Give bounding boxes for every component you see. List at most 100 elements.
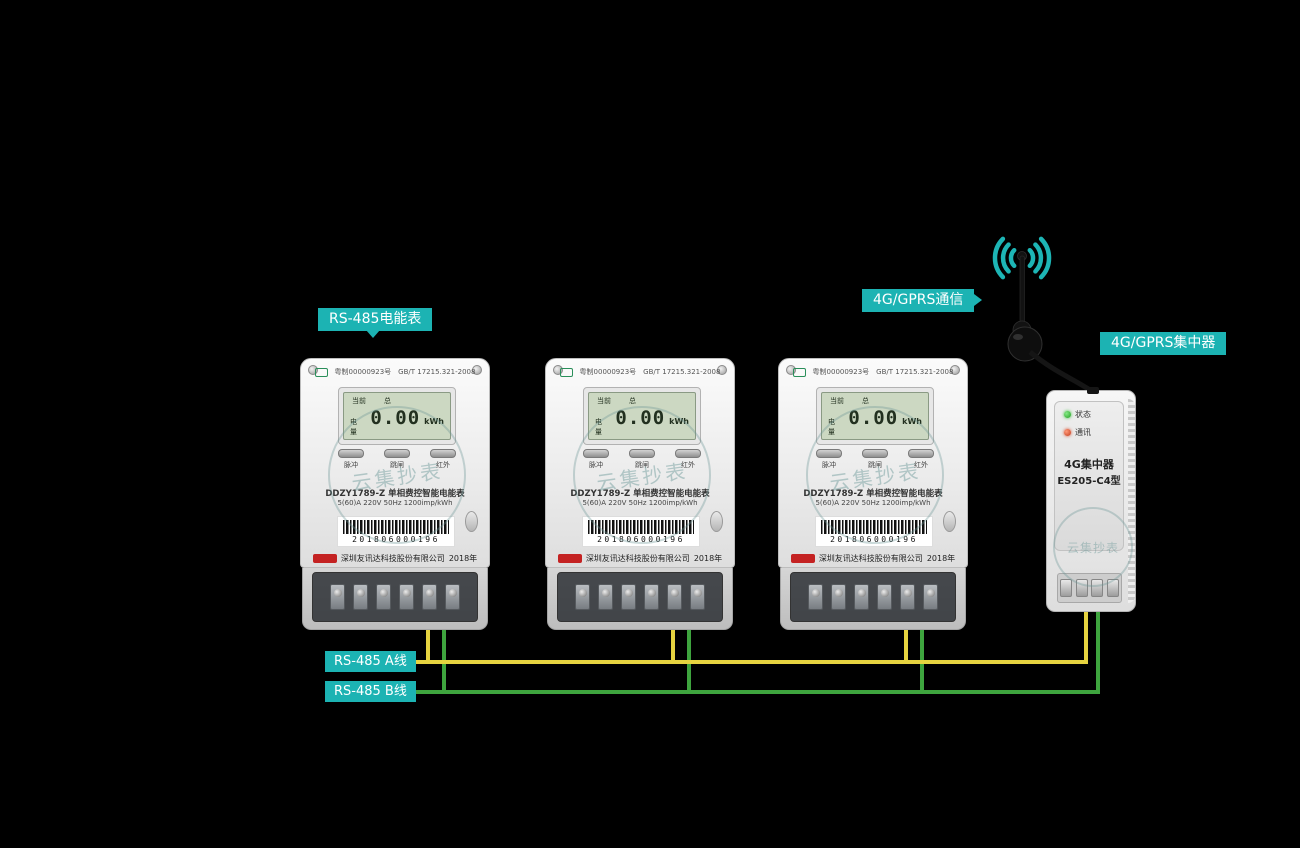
terminal-screw-icon — [877, 584, 892, 610]
antenna-port — [1087, 387, 1099, 394]
meter-cert-line: 粤制00000923号 GB/T 17215.321-2008 — [779, 367, 967, 377]
terminal-block — [780, 568, 966, 630]
wire-b-green — [415, 605, 1100, 694]
meter-specs: 5(60)A 220V 50Hz 1200imp/kWh — [815, 499, 931, 507]
seal-screw-icon — [465, 511, 478, 532]
meter-standard: GB/T 17215.321-2008 — [398, 368, 476, 376]
trip-button: 跳闸 — [862, 449, 888, 470]
lcd-display: 当前 总 电量 0.00 kWh — [816, 387, 934, 445]
terminal-screw-icon — [399, 584, 414, 610]
screw-icon — [717, 365, 727, 375]
terminal-screw-icon — [854, 584, 869, 610]
callout-concentrator: 4G/GPRS集中器 — [1100, 332, 1227, 355]
pulse-button: 脉冲 — [583, 449, 609, 470]
lcd-unit: kWh — [902, 417, 922, 426]
lcd-reading: 电量 0.00 kWh — [828, 407, 922, 437]
seal-screw-icon — [943, 511, 956, 532]
terminal-screw-icon — [1107, 579, 1120, 597]
terminal-block — [547, 568, 733, 630]
seal-screw-icon — [710, 511, 723, 532]
concentrator-fins — [1128, 399, 1135, 603]
antenna — [992, 236, 1092, 393]
terminal-screw-icon — [808, 584, 823, 610]
concentrator-terminals — [1057, 573, 1122, 603]
meter-specs: 5(60)A 220V 50Hz 1200imp/kWh — [337, 499, 453, 507]
friendcom-logo — [557, 553, 582, 563]
lcd-tag-total: 总 — [629, 397, 636, 405]
wire-a-yellow — [415, 605, 1088, 664]
terminal-screw-icon — [644, 584, 659, 610]
lcd-display: 当前 总 电量 0.00 kWh — [338, 387, 456, 445]
button-cap-icon — [338, 449, 364, 458]
terminal-cover — [557, 572, 723, 622]
meter-model: DDZY1789-Z 单相费控智能电能表 — [325, 489, 465, 499]
friendcom-logo — [790, 553, 815, 563]
meter-company-line: 深圳友讯达科技股份有限公司 2018年 — [307, 551, 483, 565]
terminal-screw-icon — [575, 584, 590, 610]
meter-button-row: 脉冲 跳闸 红外 — [816, 449, 934, 470]
meter-company-line: 深圳友讯达科技股份有限公司 2018年 — [785, 551, 961, 565]
terminal-screw-icon — [330, 584, 345, 610]
meter-button-row: 脉冲 跳闸 红外 — [583, 449, 701, 470]
lcd-unit: kWh — [424, 417, 444, 426]
meter-year: 2018年 — [693, 553, 723, 563]
infrared-button-label: 红外 — [914, 461, 928, 469]
meter-year: 2018年 — [448, 553, 478, 563]
meter-company-line: 深圳友讯达科技股份有限公司 2018年 — [552, 551, 728, 565]
concentrator-panel: 状态 通讯 4G集中器 ES205-C4型 — [1054, 401, 1124, 551]
lcd-unit: kWh — [669, 417, 689, 426]
pulse-button: 脉冲 — [816, 449, 842, 470]
barcode-bars-icon — [588, 520, 694, 534]
terminal-screw-icon — [690, 584, 705, 610]
callout-energy-meter-label: RS-485电能表 — [329, 311, 422, 327]
callout-gprs-comm-label: 4G/GPRS通信 — [873, 292, 964, 308]
status-led-icon — [1064, 411, 1071, 418]
meter-year: 2018年 — [926, 553, 956, 563]
terminal-screw-icon — [353, 584, 368, 610]
lcd-tag-energy: 电量 — [828, 418, 835, 436]
meter-button-row: 脉冲 跳闸 红外 — [338, 449, 456, 470]
pulse-button: 脉冲 — [338, 449, 364, 470]
lcd-value: 0.00 — [370, 407, 421, 429]
wire-a-bus — [415, 612, 1088, 664]
lcd-tags: 当前 总 — [595, 396, 689, 406]
meter-serial: 201806000196 — [352, 535, 440, 544]
infrared-button: 红外 — [430, 449, 456, 470]
friendcom-logo — [312, 553, 337, 563]
terminal-screw-icon — [667, 584, 682, 610]
meter-standard: GB/T 17215.321-2008 — [876, 368, 954, 376]
lcd-tag-energy: 电量 — [595, 418, 602, 436]
lcd-tag-energy: 电量 — [350, 418, 357, 436]
meter-cert-no: 粤制00000923号 — [812, 368, 870, 376]
callout-energy-meter: RS-485电能表 — [318, 308, 433, 338]
trip-button-label: 跳闸 — [390, 461, 404, 469]
cmc-mark-icon — [314, 367, 328, 377]
infrared-button-label: 红外 — [436, 461, 450, 469]
screw-icon — [786, 365, 796, 375]
meter-specs: 5(60)A 220V 50Hz 1200imp/kWh — [582, 499, 698, 507]
infrared-button: 红外 — [908, 449, 934, 470]
lcd-screen: 当前 总 电量 0.00 kWh — [821, 392, 929, 440]
wire-b-bus — [415, 612, 1100, 694]
energy-meter-3: 粤制00000923号 GB/T 17215.321-2008 当前 总 电量 … — [778, 358, 968, 630]
trip-button-label: 跳闸 — [635, 461, 649, 469]
meter-cert-no: 粤制00000923号 — [579, 368, 637, 376]
energy-meter-1: 粤制00000923号 GB/T 17215.321-2008 当前 总 电量 … — [300, 358, 490, 630]
button-cap-icon — [629, 449, 655, 458]
trip-button-label: 跳闸 — [868, 461, 882, 469]
meter-cert-line: 粤制00000923号 GB/T 17215.321-2008 — [301, 367, 489, 377]
terminal-cover — [312, 572, 478, 622]
lcd-reading: 电量 0.00 kWh — [350, 407, 444, 437]
status-led-label: 状态 — [1075, 410, 1091, 419]
pointer-down-icon — [366, 330, 380, 338]
energy-meter-2: 粤制00000923号 GB/T 17215.321-2008 当前 总 电量 … — [545, 358, 735, 630]
lcd-tag-total: 总 — [862, 397, 869, 405]
button-cap-icon — [430, 449, 456, 458]
meter-model: DDZY1789-Z 单相费控智能电能表 — [570, 489, 710, 499]
terminal-screw-icon — [422, 584, 437, 610]
meter-cert-no: 粤制00000923号 — [334, 368, 392, 376]
callout-concentrator-label: 4G/GPRS集中器 — [1111, 335, 1216, 351]
meter-model: DDZY1789-Z 单相费控智能电能表 — [803, 489, 943, 499]
comm-led-row: 通讯 — [1064, 427, 1123, 438]
